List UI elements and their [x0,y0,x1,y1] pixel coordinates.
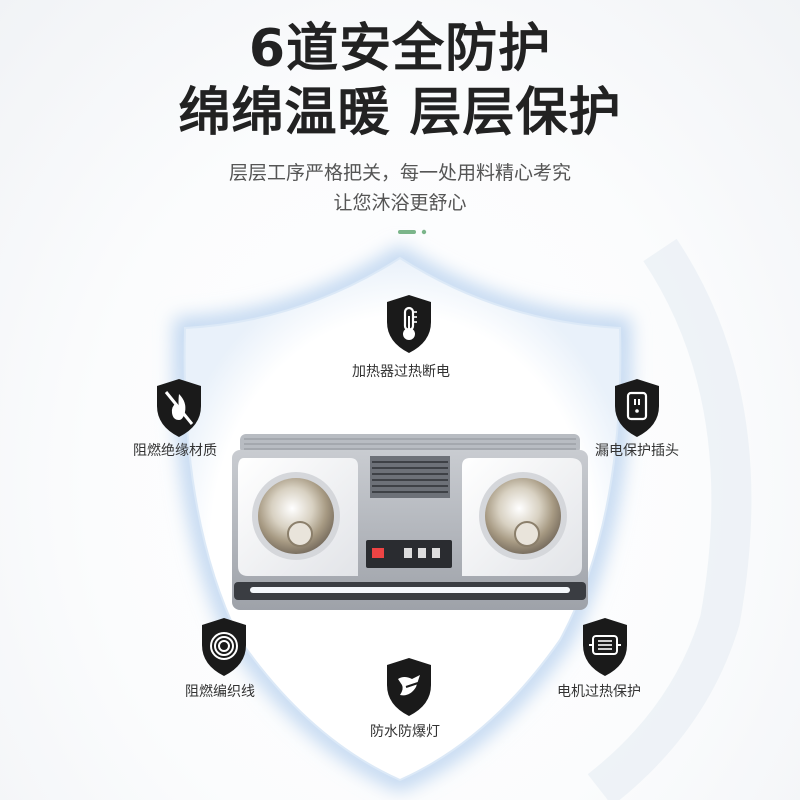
waterproof-lamp-icon [387,658,431,716]
motor-icon [583,618,627,676]
subtitle-line2: 让您沐浴更舒心 [333,192,467,214]
bath-heater-image [232,434,588,610]
feature-label-motor: 电机过热保护 [557,684,641,700]
headline-line2: 绵绵温暖 层层保护 [178,83,622,143]
plug-icon [615,379,659,437]
feature-label-overheat: 加热器过热断电 [352,364,450,380]
feature-label-lamp: 防水防爆灯 [370,724,440,740]
feature-label-plug: 漏电保护插头 [595,443,679,459]
accent-dash [398,229,427,235]
flame-retardant-icon [157,379,201,437]
cable-coil-icon [202,618,246,676]
headline-line1: 6道安全防护 [248,19,552,79]
feature-label-material: 阻燃绝缘材质 [133,443,217,459]
feature-label-cable: 阻燃编织线 [185,684,255,700]
thermometer-icon [387,295,431,353]
subtitle-line1: 层层工序严格把关，每一处用料精心考究 [228,162,571,184]
